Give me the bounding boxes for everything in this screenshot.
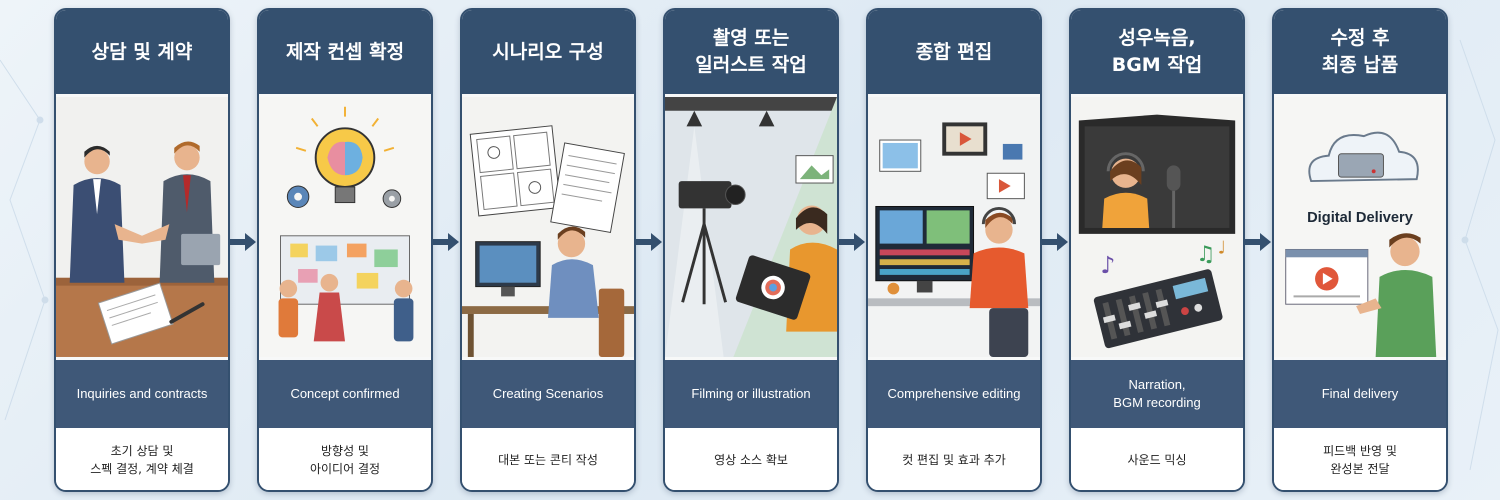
step-english-label: Creating Scenarios: [462, 360, 634, 428]
handshake-illustration: [56, 94, 228, 360]
arrow-right-icon: [229, 233, 256, 251]
step-korean-description: 방향성 및 아이디어 결정: [259, 428, 431, 490]
step-english-label: Comprehensive editing: [868, 360, 1040, 428]
step-card-2: 제작 컨셉 확정: [257, 8, 433, 492]
arrow-right-icon: [1041, 233, 1068, 251]
step-card-3: 시나리오 구성: [460, 8, 636, 492]
delivery-illustration: Digital Delivery: [1274, 94, 1446, 360]
arrow-right-icon: [432, 233, 459, 251]
scenario-writing-illustration: [462, 94, 634, 360]
step-korean-description: 초기 상담 및 스펙 결정, 계약 체결: [56, 428, 228, 490]
step-title: 성우녹음, BGM 작업: [1071, 10, 1243, 94]
digital-delivery-label: Digital Delivery: [1307, 210, 1414, 226]
step-english-label: Narration, BGM recording: [1071, 360, 1243, 428]
step-english-label: Inquiries and contracts: [56, 360, 228, 428]
svg-text:♩: ♩: [1218, 238, 1226, 258]
step-title: 상담 및 계약: [56, 10, 228, 94]
step-english-label: Filming or illustration: [665, 360, 837, 428]
step-korean-description: 컷 편집 및 효과 추가: [868, 428, 1040, 490]
step-card-5: 종합 편집: [866, 8, 1042, 492]
recording-illustration: ♪ ♫ ♩: [1071, 94, 1243, 360]
step-card-1: 상담 및 계약: [54, 8, 230, 492]
step-title: 수정 후 최종 납품: [1274, 10, 1446, 94]
svg-text:♫: ♫: [1196, 242, 1215, 267]
step-korean-description: 영상 소스 확보: [665, 428, 837, 490]
step-card-7: 수정 후 최종 납품 Digital Delivery Final delive…: [1272, 8, 1448, 492]
step-korean-description: 사운드 믹싱: [1071, 428, 1243, 490]
step-title: 제작 컨셉 확정: [259, 10, 431, 94]
step-card-6: 성우녹음, BGM 작업 ♪ ♫ ♩: [1069, 8, 1245, 492]
arrow-right-icon: [635, 233, 662, 251]
step-english-label: Concept confirmed: [259, 360, 431, 428]
step-title: 시나리오 구성: [462, 10, 634, 94]
step-card-4: 촬영 또는 일러스트 작업: [663, 8, 839, 492]
editing-illustration: [868, 94, 1040, 360]
step-title: 촬영 또는 일러스트 작업: [665, 10, 837, 94]
arrow-right-icon: [1244, 233, 1271, 251]
filming-illustration: [665, 94, 837, 360]
brainstorm-illustration: [259, 94, 431, 360]
step-english-label: Final delivery: [1274, 360, 1446, 428]
step-korean-description: 대본 또는 콘티 작성: [462, 428, 634, 490]
arrow-right-icon: [838, 233, 865, 251]
svg-text:♪: ♪: [1100, 251, 1115, 279]
step-title: 종합 편집: [868, 10, 1040, 94]
step-korean-description: 피드백 반영 및 완성본 전달: [1274, 428, 1446, 490]
